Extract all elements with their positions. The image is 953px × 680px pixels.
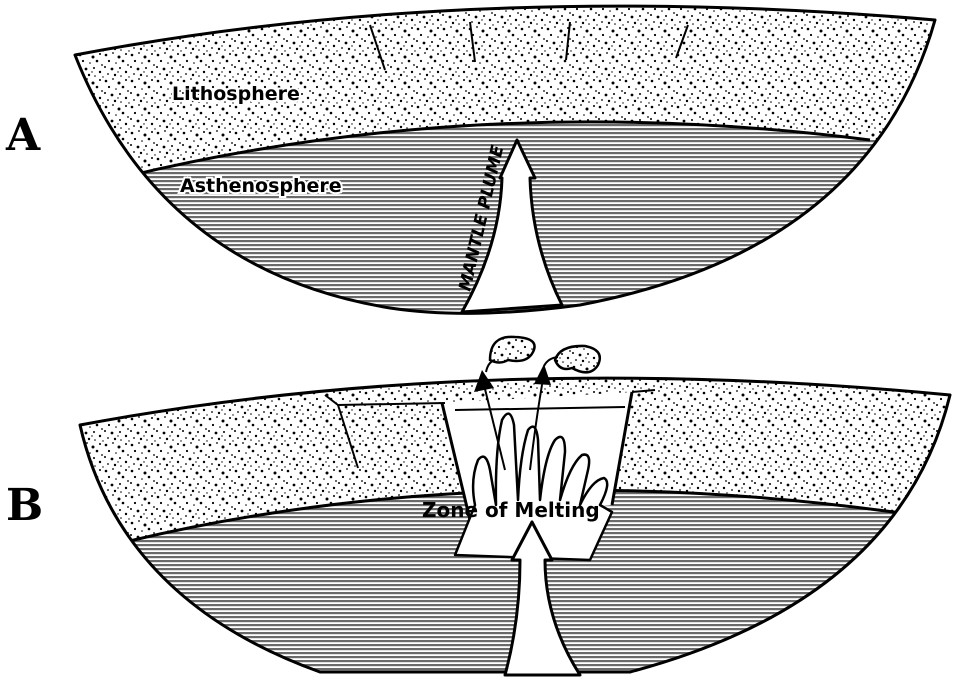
panel-a-label: A (5, 110, 41, 161)
eruption-cloud-left (490, 337, 535, 363)
panel-b: B Zone of Melting (0, 337, 953, 680)
asthenosphere-label: Asthenosphere (180, 175, 342, 197)
lithosphere-label-a: Lithosphere (172, 83, 300, 105)
panel-a: A Lithosphere Asthenosphere MANTLE PLUME (0, 0, 953, 330)
melt-arrow-right-head (534, 364, 551, 385)
eruption-cloud-right (555, 346, 600, 372)
panel-b-label: B (6, 480, 43, 531)
zone-of-melting-label: Zone of Melting (422, 498, 600, 522)
